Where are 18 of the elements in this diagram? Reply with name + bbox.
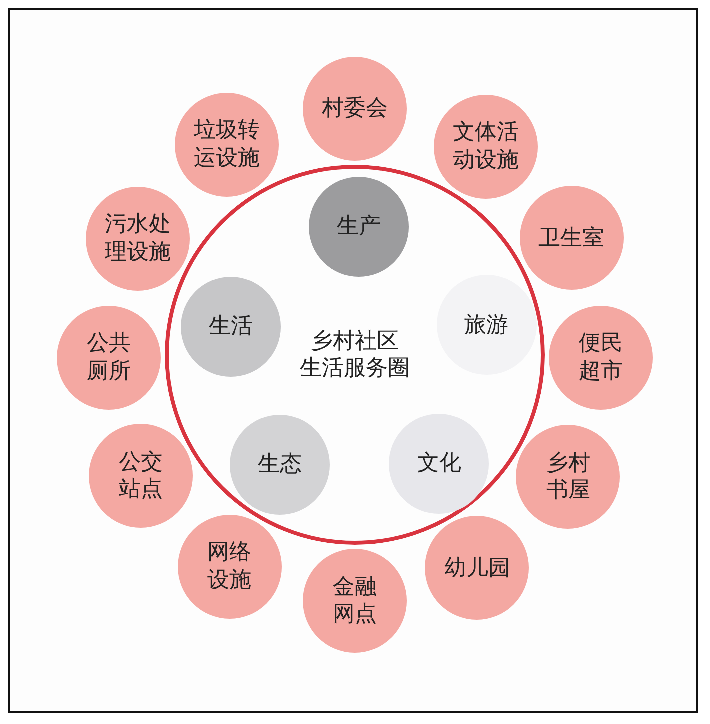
node-label: 垃圾转运设施 — [192, 117, 261, 172]
node-label: 文化 — [416, 450, 462, 478]
node-label: 网络设施 — [206, 539, 253, 594]
node-label: 乡村书屋 — [545, 450, 592, 505]
node-label: 乡村社区生活服务圈 — [300, 328, 410, 382]
node-label: 村委会 — [320, 95, 389, 123]
node-label: 旅游 — [464, 312, 510, 340]
node-label: 污水处理设施 — [104, 211, 172, 266]
node-label: 公交站点 — [118, 448, 164, 504]
node-label: 便民超市 — [578, 330, 624, 386]
node-label: 金融网点 — [332, 574, 378, 628]
node-label: 卫生室 — [538, 224, 606, 252]
node-label: 生产 — [336, 213, 382, 241]
node-label: 文体活动设施 — [452, 119, 520, 174]
node-label: 生活 — [208, 312, 254, 340]
node-label: 幼儿园 — [443, 554, 512, 582]
node-label: 公共厕所 — [86, 330, 132, 386]
node-label: 生态 — [256, 450, 303, 478]
